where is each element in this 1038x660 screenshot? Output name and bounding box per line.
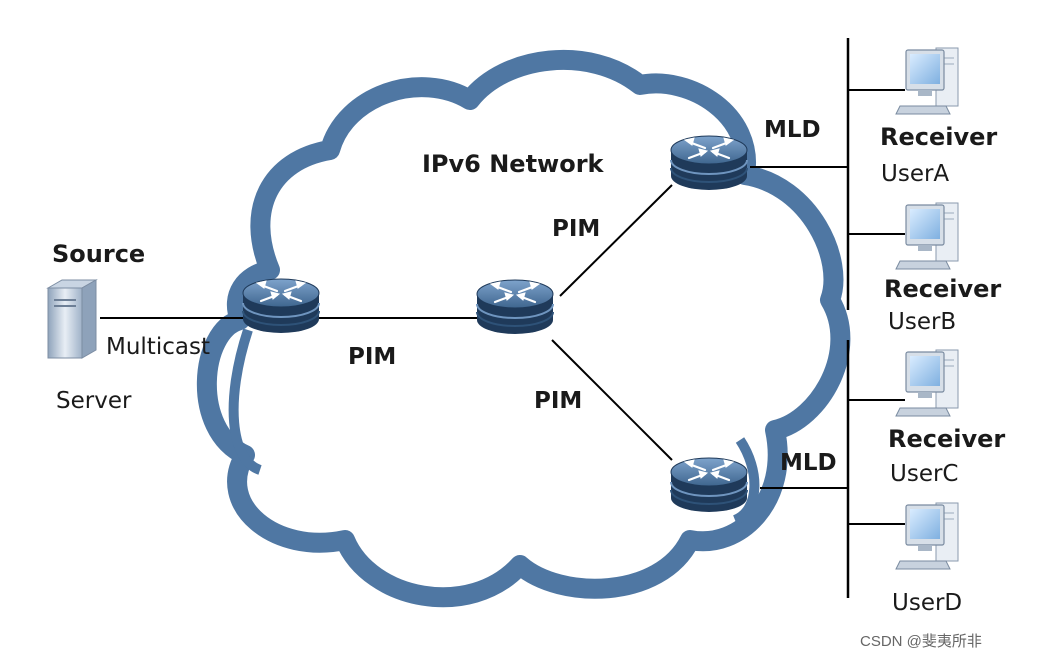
- pim-label-lower: PIM: [534, 388, 582, 414]
- pc-icon: [895, 202, 959, 270]
- receiver-c-role: Receiver: [888, 425, 1005, 453]
- server-icon: [46, 279, 98, 359]
- mld-label-top: MLD: [764, 117, 821, 143]
- receiver-a-user: UserA: [881, 161, 949, 187]
- pc-icon: [895, 349, 959, 417]
- receiver-d-user: UserD: [892, 590, 962, 616]
- router-icon: [669, 456, 749, 514]
- source-title: Source: [52, 240, 145, 268]
- pc-icon: [895, 502, 959, 570]
- receiver-b-role: Receiver: [884, 275, 1001, 303]
- receiver-b-user: UserB: [888, 309, 956, 335]
- router-icon: [669, 134, 749, 192]
- server-label: Server: [56, 388, 132, 414]
- watermark: CSDN @斐夷所非: [860, 633, 982, 650]
- receiver-a-role: Receiver: [880, 123, 997, 151]
- pim-label-upper: PIM: [552, 216, 600, 242]
- pc-icon: [895, 47, 959, 115]
- mld-label-bottom: MLD: [780, 450, 837, 476]
- cloud-label: IPv6 Network: [422, 150, 605, 178]
- pim-label-left: PIM: [348, 344, 396, 370]
- link-lines: [100, 38, 905, 598]
- multicast-label: Multicast: [106, 334, 210, 360]
- router-icon: [241, 277, 321, 335]
- router-icon: [475, 278, 555, 336]
- receiver-c-user: UserC: [890, 461, 958, 487]
